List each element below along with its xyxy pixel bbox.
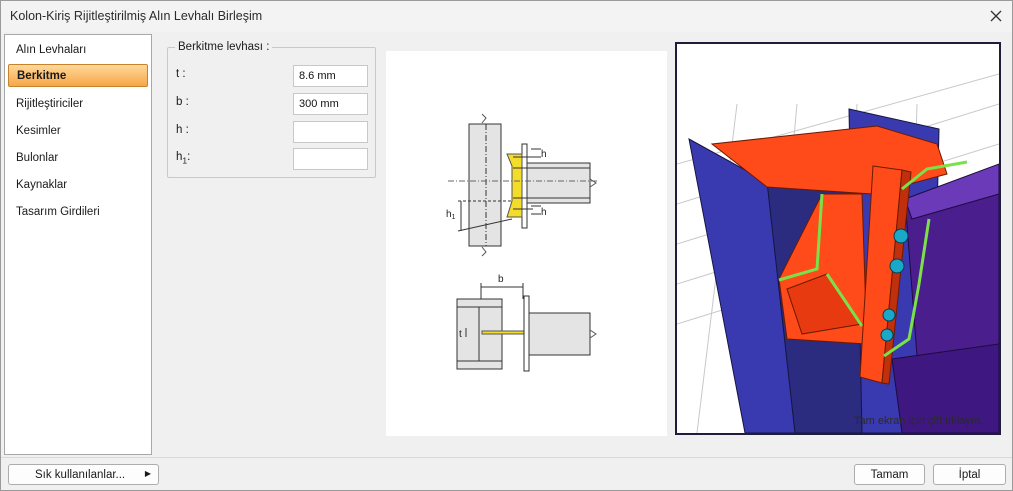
label-b: b :	[176, 96, 189, 108]
bolt-4	[880, 328, 894, 342]
sidebar: Alın Levhaları Berkitme Rijitleştiricile…	[4, 34, 152, 455]
bolt-1	[893, 228, 909, 244]
footer-divider	[1, 457, 1012, 458]
beam-elevation	[526, 162, 591, 204]
sidebar-item-kaynaklar[interactable]: Kaynaklar	[16, 179, 68, 191]
favorites-label: Sık kullanılanlar...	[35, 468, 126, 481]
t-input[interactable]	[293, 65, 368, 87]
label-h1-main: h	[176, 151, 183, 163]
cancel-button[interactable]: İptal	[933, 464, 1006, 485]
title-bar: Kolon-Kiriş Rijitleştirilmiş Alın Levhal…	[1, 1, 1012, 32]
technical-drawing-panel: h h h1 b t	[386, 51, 667, 436]
h1-label: h1	[446, 209, 456, 221]
sidebar-item-tasarim-girdileri[interactable]: Tasarım Girdileri	[16, 206, 100, 218]
3d-view[interactable]: Tam ekran için çift tıklayın.	[675, 42, 1001, 435]
chevron-right-icon: ▶	[144, 469, 151, 478]
3d-model	[677, 73, 999, 433]
h-input[interactable]	[293, 121, 368, 143]
label-h1-suffix: :	[187, 151, 191, 163]
b-label: b	[498, 274, 504, 285]
sidebar-item-alin-levhalari[interactable]: Alın Levhaları	[16, 44, 87, 56]
sidebar-item-berkitme[interactable]: Berkitme	[8, 64, 148, 87]
connection-drawing: h h h1 b t	[446, 113, 598, 372]
label-h: h :	[176, 124, 189, 136]
t-label: t	[459, 329, 462, 340]
label-t: t :	[176, 68, 186, 80]
view-hint: Tam ekran için çift tıklayın.	[854, 415, 983, 427]
h-top-label: h	[541, 149, 547, 160]
window-title: Kolon-Kiriş Rijitleştirilmiş Alın Levhal…	[10, 9, 263, 23]
h-bottom-label: h	[541, 207, 547, 218]
weld-line	[778, 193, 824, 282]
sidebar-item-kesimler[interactable]: Kesimler	[16, 125, 61, 137]
column-front-flange	[688, 138, 796, 433]
close-icon	[990, 10, 1002, 22]
sidebar-item-bulonlar[interactable]: Bulonlar	[16, 152, 59, 164]
bolt-3	[882, 308, 896, 322]
ok-button[interactable]: Tamam	[854, 464, 925, 485]
b-input[interactable]	[293, 93, 368, 115]
group-title: Berkitme levhası :	[175, 41, 273, 53]
label-h1: h1:	[176, 151, 190, 165]
column-elevation	[468, 123, 502, 247]
haunch-stiffener-elevation	[506, 153, 523, 218]
sidebar-item-rijitlestiriciler[interactable]: Rijitleştiriciler	[16, 98, 84, 110]
end-plate-plan	[523, 295, 530, 372]
label-h1-sub: 1	[182, 155, 188, 166]
bolt-2	[889, 258, 905, 274]
favorites-button[interactable]: Sık kullanılanlar... ▶	[8, 464, 159, 485]
close-button[interactable]	[984, 4, 1008, 28]
h1-input[interactable]	[293, 148, 368, 170]
h1-label-sub: 1	[452, 214, 456, 221]
h1-label-main: h	[446, 209, 452, 220]
beam-plan	[528, 312, 591, 356]
